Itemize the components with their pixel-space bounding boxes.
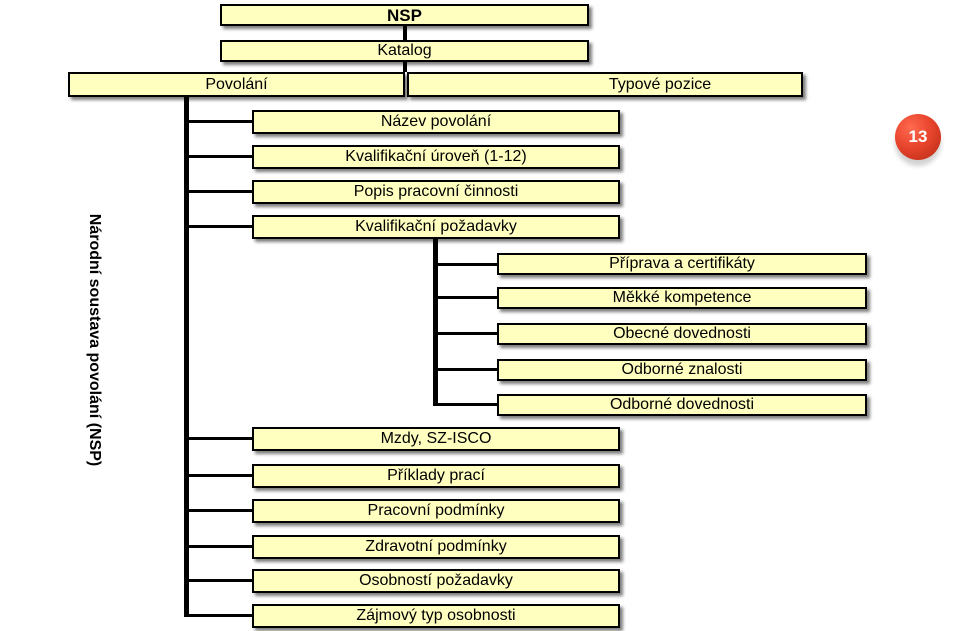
connector-item [186,120,252,123]
connector-requirements-trunk [433,238,438,406]
wages-isco-box: Mzdy, SZ-ISCO [252,427,620,451]
work-examples-box: Příklady prací [252,464,620,488]
typical-positions-box: Typové pozice [407,72,803,97]
training-certificates-box: Příprava a certifikáty [497,253,867,275]
side-label: Národní soustava povolání (NSP) [86,213,103,467]
professional-knowledge-box: Odborné znalosti [497,359,867,381]
qualification-level-box: Kvalifikační úroveň (1-12) [252,145,620,169]
working-conditions-box: Pracovní podmínky [252,499,620,523]
soft-skills-box: Měkké kompetence [497,287,867,309]
connector-item [186,437,252,440]
personality-type-box: Zájmový typ osobnosti [252,604,620,628]
connector-root-catalog [403,24,407,40]
connector-requirement [435,368,498,371]
connector-main-trunk [184,96,189,617]
professional-skills-box: Odborné dovednosti [497,394,867,416]
connector-item [186,614,252,617]
connector-requirement [435,296,498,299]
connector-requirement [435,403,498,406]
qualification-requirements-box: Kvalifikační požadavky [252,215,620,239]
connector-item [186,545,252,548]
personality-requirements-box: Osobností požadavky [252,569,620,593]
page-number-badge: 13 [895,114,941,160]
connector-requirement [435,263,498,266]
connector-item [186,155,252,158]
connector-item [186,474,252,477]
health-conditions-box: Zdravotní podmínky [252,535,620,559]
connector-requirement [435,332,498,335]
connector-catalog-branches [403,62,407,72]
connector-item [186,225,252,228]
connector-item [186,509,252,512]
connector-item [186,579,252,582]
general-skills-box: Obecné dovednosti [497,323,867,345]
catalog-box: Katalog [220,40,589,62]
nsp-root-box: NSP [220,4,589,26]
work-description-box: Popis pracovní činnosti [252,180,620,204]
occupation-name-box: Název povolání [252,110,620,134]
occupation-box: Povolání [68,72,405,97]
connector-item [186,190,252,193]
